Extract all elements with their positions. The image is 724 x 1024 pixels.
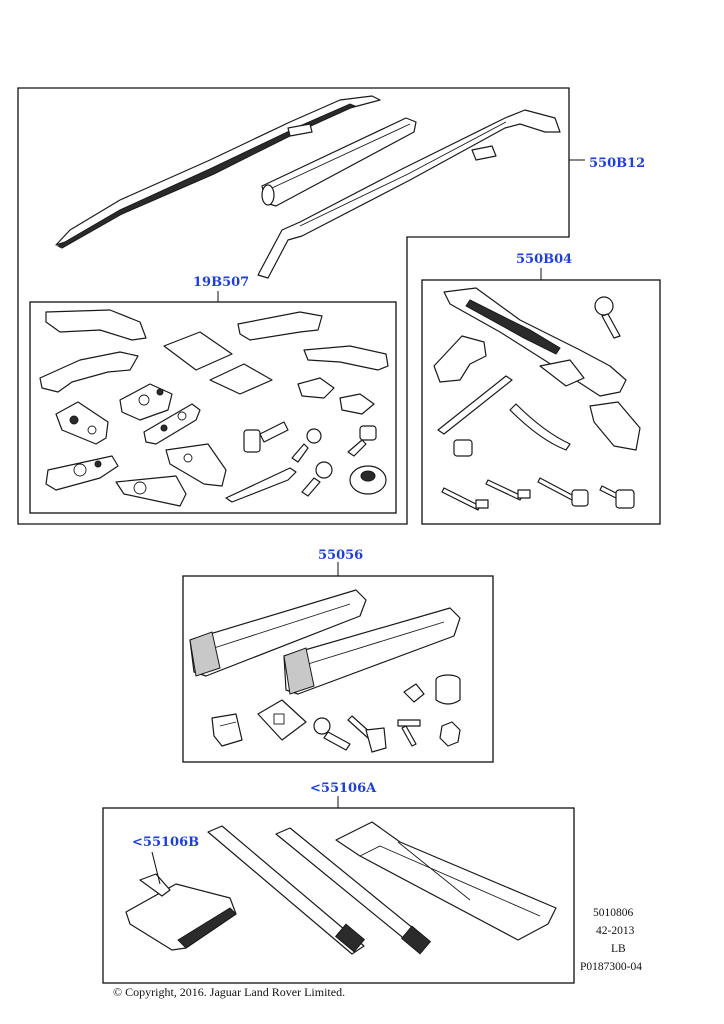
end-cap-rear-right[interactable]	[303, 345, 389, 371]
rubber-pad[interactable]	[403, 683, 425, 703]
stud-bolt[interactable]	[243, 421, 289, 453]
callout-bag-kit[interactable]: <55106A	[310, 781, 377, 796]
rail-kit-group	[29, 291, 397, 514]
clip-b[interactable]	[339, 393, 375, 415]
end-cap-front-left[interactable]	[45, 309, 147, 341]
clip-a[interactable]	[297, 377, 335, 399]
lock-key[interactable]	[313, 717, 351, 751]
rail-kit-box	[29, 301, 397, 514]
storage-bag[interactable]	[335, 821, 557, 941]
mounting-plate-e[interactable]	[115, 475, 187, 507]
ski-clamp-front[interactable]	[283, 607, 461, 695]
end-cap-front-right[interactable]	[237, 311, 323, 341]
strap-a[interactable]	[207, 825, 366, 955]
roof-rails-group	[17, 87, 570, 525]
mounting-plate-f[interactable]	[165, 443, 227, 487]
wheel-holder[interactable]	[433, 335, 487, 383]
cycle-carrier-assembly[interactable]	[443, 287, 627, 397]
thumb-screw-b[interactable]	[599, 485, 635, 509]
tbolt-b[interactable]	[485, 479, 531, 501]
ski-carrier-group	[182, 562, 494, 763]
grommet[interactable]	[349, 465, 387, 495]
thumb-screw-a[interactable]	[537, 477, 589, 507]
mounting-bracket-a[interactable]	[55, 401, 109, 445]
bolt-small-b[interactable]	[347, 425, 377, 457]
adhesive-pad-a[interactable]	[163, 331, 233, 371]
copyright-notice: © Copyright, 2016. Jaguar Land Rover Lim…	[113, 985, 345, 999]
callout-bike-carrier[interactable]: 550B04	[516, 252, 572, 267]
clamp-housing[interactable]	[589, 401, 641, 451]
bag-kit-group	[102, 796, 575, 984]
hex-nut[interactable]	[439, 721, 461, 747]
bracket-assembly[interactable]	[125, 851, 237, 951]
left-roof-rail[interactable]	[55, 95, 381, 249]
language-code: LB	[611, 943, 626, 955]
callout-bag-bracket[interactable]: <55106B	[132, 835, 199, 850]
bike-carrier-box	[421, 279, 661, 525]
callout-ski-carrier[interactable]: 55056	[318, 548, 363, 563]
roof-rails-box	[17, 87, 570, 525]
bolt-large[interactable]	[301, 461, 333, 497]
mounting-plate-c[interactable]	[143, 403, 201, 445]
rail-cover-strip[interactable]	[261, 117, 417, 207]
end-cap-rear-left[interactable]	[39, 351, 139, 393]
strap-b[interactable]	[275, 827, 432, 955]
adhesive-pad-b[interactable]	[209, 363, 273, 395]
wing-screw[interactable]	[347, 715, 387, 753]
callout-rail-kit[interactable]: 19B507	[193, 275, 249, 290]
ski-clamp-rear[interactable]	[189, 589, 367, 677]
bag-kit-box	[102, 807, 575, 984]
bolt-small-a[interactable]	[291, 428, 322, 463]
callout-roof-rails[interactable]: 550B12	[589, 156, 645, 171]
clip-bracket[interactable]	[211, 713, 243, 747]
doc-number: 5010806	[593, 907, 634, 919]
spacer-sleeve[interactable]	[453, 439, 473, 457]
trim-strip[interactable]	[225, 467, 297, 503]
ski-carrier-box	[182, 575, 494, 763]
key-icon[interactable]	[594, 296, 621, 339]
mounting-bracket-b[interactable]	[119, 383, 173, 421]
date-code: 42-2013	[596, 925, 635, 937]
spacer-block[interactable]	[435, 674, 461, 705]
right-roof-rail[interactable]	[257, 109, 561, 279]
tie-strap[interactable]	[437, 375, 513, 435]
tbolt-a[interactable]	[441, 487, 489, 511]
mounting-plate[interactable]	[257, 699, 307, 741]
bike-carrier-group	[421, 159, 661, 525]
frame-holder-arc[interactable]	[509, 403, 571, 451]
tbolt-ski[interactable]	[397, 719, 421, 747]
illustration-id: P0187300-04	[580, 961, 642, 973]
mounting-plate-d[interactable]	[45, 455, 119, 491]
